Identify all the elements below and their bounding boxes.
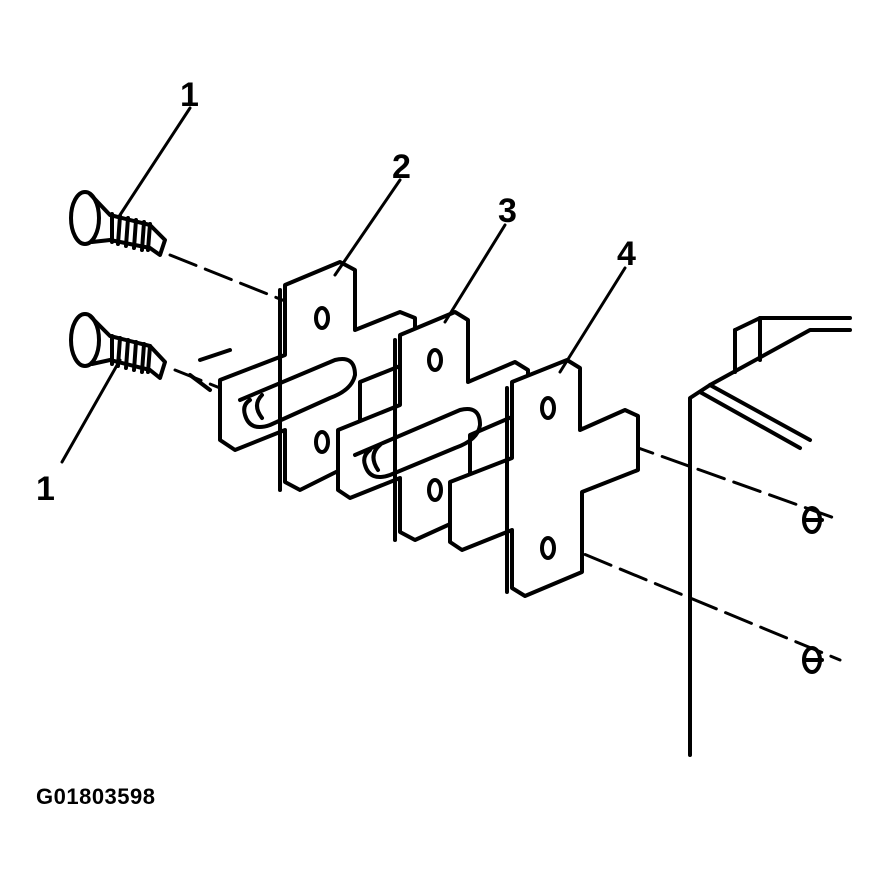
screw-lower: [69, 312, 167, 380]
callout-4: 4: [617, 235, 636, 273]
callout-3: 3: [498, 192, 517, 230]
screw-upper: [69, 190, 167, 257]
bracket-hole-upper: [802, 506, 824, 534]
callout-2: 2: [392, 148, 411, 186]
callout-1-lower: 1: [36, 470, 55, 508]
callout-1-upper: 1: [180, 76, 199, 114]
leader-lines: [60, 106, 627, 464]
plate-4: [448, 358, 640, 598]
mounting-bracket: [688, 316, 852, 757]
figure-id: G01803598: [36, 784, 156, 809]
